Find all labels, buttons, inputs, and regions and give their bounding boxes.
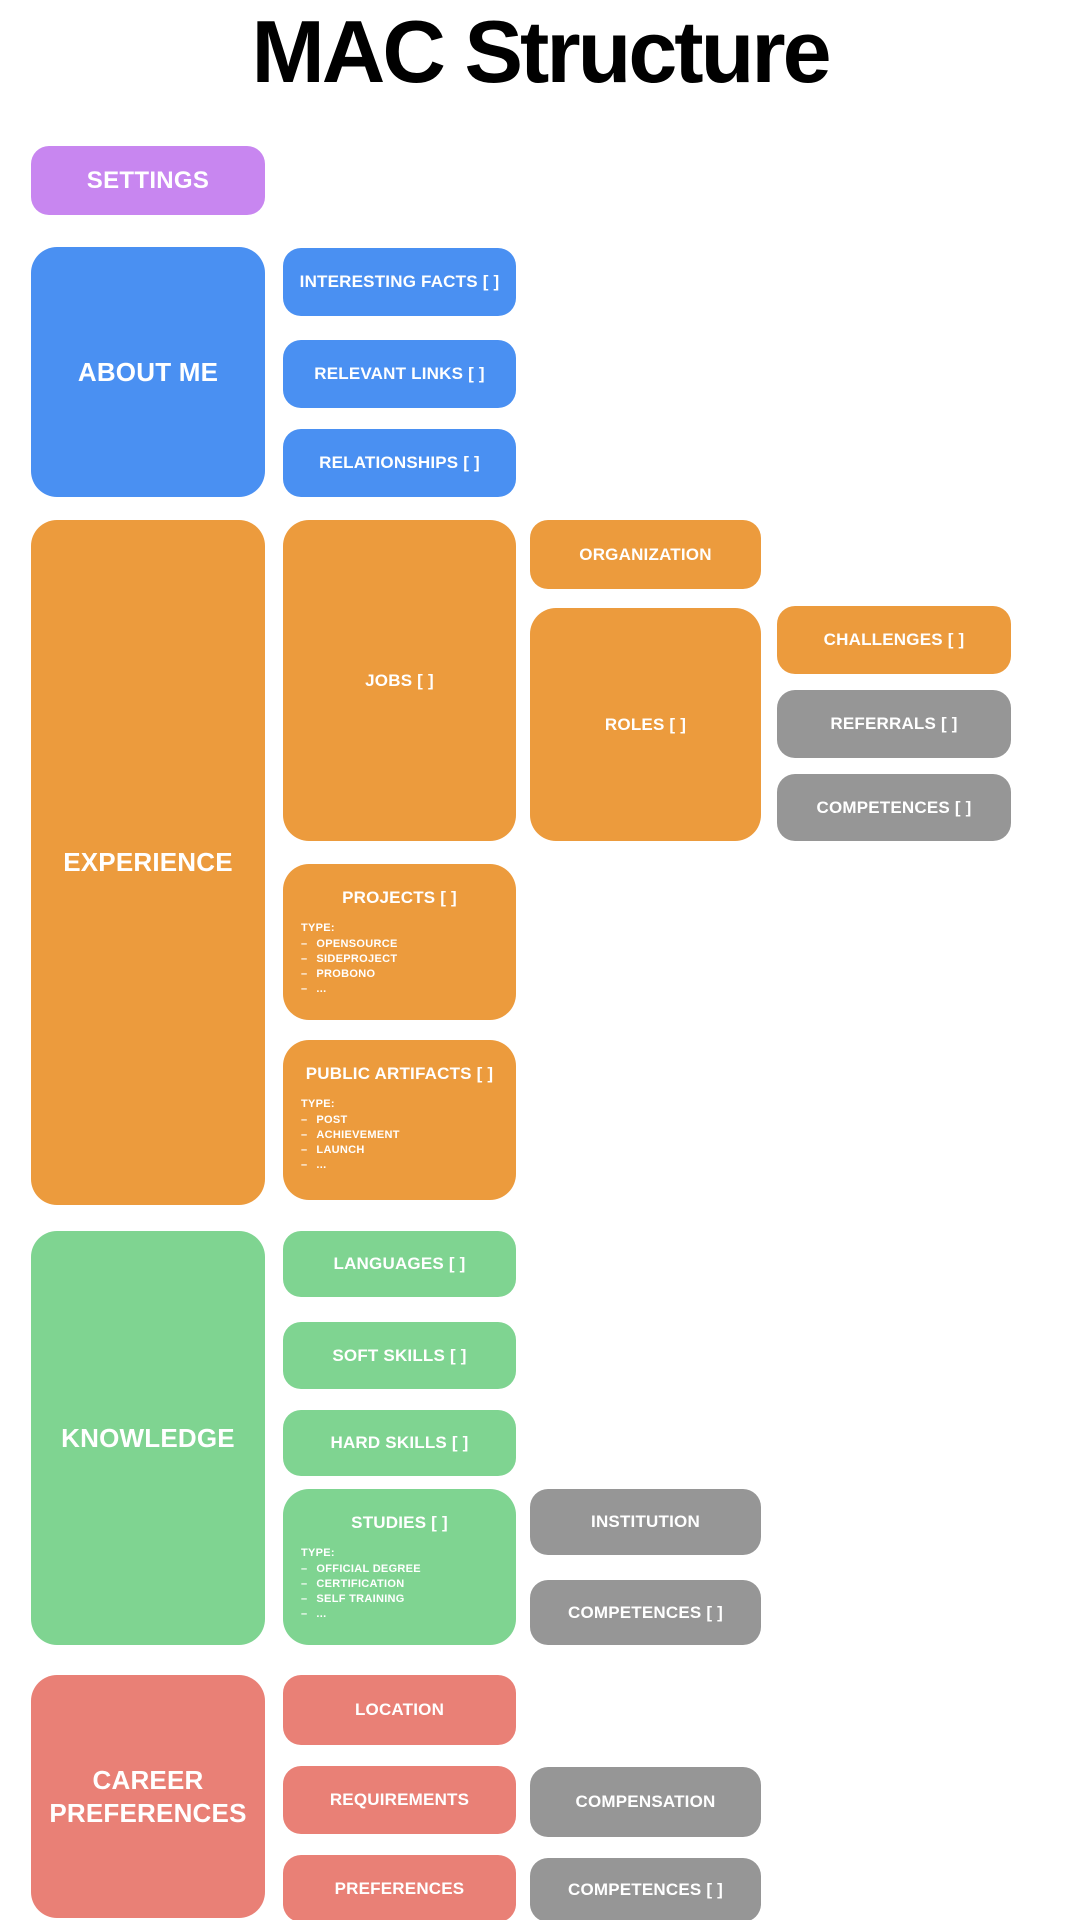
location-label: LOCATION (354, 1700, 445, 1719)
requirements-label: REQUIREMENTS (329, 1790, 470, 1809)
projects-type-item: PROBONO (301, 967, 498, 982)
studies-type-item: SELF TRAINING (301, 1592, 498, 1607)
page-title: MAC Structure (251, 2, 831, 101)
block-career-competences: COMPETENCES [ ] (530, 1858, 761, 1920)
studies-type-list: OFFICIAL DEGREE CERTIFICATION SELF TRAIN… (301, 1562, 498, 1622)
block-relationships: RELATIONSHIPS [ ] (283, 429, 516, 497)
public-artifacts-type-item: ... (301, 1158, 498, 1173)
studies-type-label: TYPE: (301, 1547, 335, 1559)
interesting-facts-label: INTERESTING FACTS [ ] (299, 272, 500, 291)
roles-competences-label: COMPETENCES [ ] (816, 797, 972, 817)
public-artifacts-type-item: POST (301, 1113, 498, 1128)
public-artifacts-type-item: LAUNCH (301, 1143, 498, 1158)
soft-skills-label: SOFT SKILLS [ ] (332, 1345, 467, 1365)
block-relevant-links: RELEVANT LINKS [ ] (283, 340, 516, 408)
about-me-label: ABOUT ME (77, 356, 219, 387)
block-preferences: PREFERENCES (283, 1855, 516, 1920)
block-career-preferences: CAREER PREFERENCES (31, 1675, 265, 1918)
organization-label: ORGANIZATION (579, 544, 712, 564)
projects-type-list: OPENSOURCE SIDEPROJECT PROBONO ... (301, 937, 498, 997)
career-preferences-label: CAREER PREFERENCES (49, 1765, 247, 1828)
block-roles: ROLES [ ] (530, 608, 761, 841)
knowledge-label: KNOWLEDGE (61, 1422, 235, 1453)
block-challenges: CHALLENGES [ ] (777, 606, 1011, 674)
languages-label: LANGUAGES [ ] (333, 1254, 466, 1273)
block-interesting-facts: INTERESTING FACTS [ ] (283, 248, 516, 316)
block-organization: ORGANIZATION (530, 520, 761, 589)
block-studies: STUDIES [ ] TYPE: OFFICIAL DEGREE CERTIF… (283, 1489, 516, 1645)
block-public-artifacts: PUBLIC ARTIFACTS [ ] TYPE: POST ACHIEVEM… (283, 1040, 516, 1200)
studies-label: STUDIES [ ] (351, 1513, 448, 1532)
block-jobs: JOBS [ ] (283, 520, 516, 841)
studies-competences-label: COMPETENCES [ ] (567, 1602, 724, 1622)
projects-type-label: TYPE: (301, 922, 335, 934)
block-roles-competences: COMPETENCES [ ] (777, 774, 1011, 841)
experience-label: EXPERIENCE (63, 847, 233, 878)
block-location: LOCATION (283, 1675, 516, 1745)
relevant-links-label: RELEVANT LINKS [ ] (314, 364, 485, 383)
block-studies-competences: COMPETENCES [ ] (530, 1580, 761, 1645)
studies-type-item: OFFICIAL DEGREE (301, 1562, 498, 1577)
block-referrals: REFERRALS [ ] (777, 690, 1011, 758)
hard-skills-label: HARD SKILLS [ ] (330, 1433, 469, 1452)
block-settings: SETTINGS (31, 146, 265, 215)
projects-label: PROJECTS [ ] (342, 888, 457, 907)
jobs-label: JOBS [ ] (365, 670, 434, 690)
public-artifacts-type-list: POST ACHIEVEMENT LAUNCH ... (301, 1113, 498, 1173)
block-languages: LANGUAGES [ ] (283, 1231, 516, 1297)
referrals-label: REFERRALS [ ] (830, 714, 958, 733)
public-artifacts-label: PUBLIC ARTIFACTS [ ] (305, 1064, 494, 1083)
block-knowledge: KNOWLEDGE (31, 1231, 265, 1645)
block-experience: EXPERIENCE (31, 520, 265, 1205)
public-artifacts-type-label: TYPE: (301, 1098, 335, 1110)
block-about-me: ABOUT ME (31, 247, 265, 497)
preferences-label: PREFERENCES (334, 1878, 465, 1898)
career-competences-label: COMPETENCES [ ] (567, 1880, 724, 1899)
studies-type-item: ... (301, 1607, 498, 1622)
projects-type-item: OPENSOURCE (301, 937, 498, 952)
compensation-label: COMPENSATION (575, 1792, 716, 1811)
block-soft-skills: SOFT SKILLS [ ] (283, 1322, 516, 1389)
block-compensation: COMPENSATION (530, 1767, 761, 1837)
projects-type-item: SIDEPROJECT (301, 952, 498, 967)
block-projects: PROJECTS [ ] TYPE: OPENSOURCE SIDEPROJEC… (283, 864, 516, 1020)
projects-type-item: ... (301, 982, 498, 997)
block-requirements: REQUIREMENTS (283, 1766, 516, 1834)
roles-label: ROLES [ ] (604, 714, 687, 734)
challenges-label: CHALLENGES [ ] (823, 630, 965, 649)
settings-label: SETTINGS (86, 166, 210, 194)
public-artifacts-type-item: ACHIEVEMENT (301, 1128, 498, 1143)
block-hard-skills: HARD SKILLS [ ] (283, 1410, 516, 1476)
studies-type-item: CERTIFICATION (301, 1577, 498, 1592)
block-institution: INSTITUTION (530, 1489, 761, 1555)
relationships-label: RELATIONSHIPS [ ] (319, 453, 480, 472)
institution-label: INSTITUTION (591, 1512, 700, 1531)
